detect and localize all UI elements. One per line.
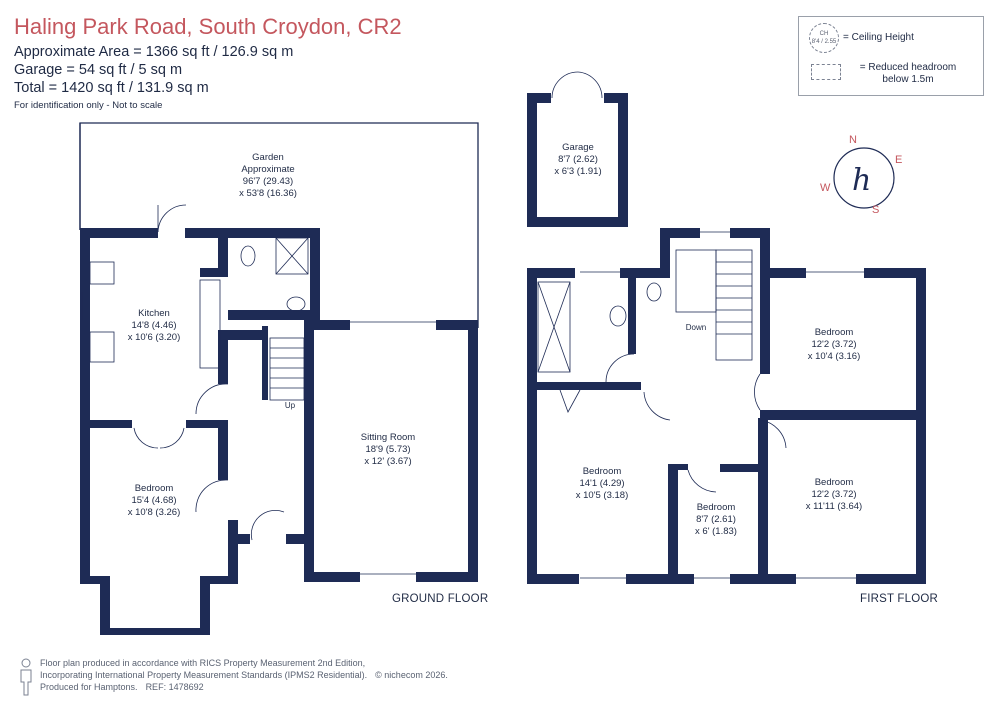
garage-doors bbox=[551, 71, 603, 99]
approximate-area: Approximate Area = 1366 sq ft / 126.9 sq… bbox=[14, 44, 294, 60]
ground-floor-details bbox=[81, 204, 436, 631]
garden-sub: Approximate bbox=[241, 164, 294, 175]
reduced-headroom-text: = Reduced headroom below 1.5m bbox=[843, 62, 973, 86]
bedroom-s-dim1: 8'7 (2.61) bbox=[696, 514, 736, 525]
bedroom-s-dim2: x 6' (1.83) bbox=[695, 526, 737, 537]
bedroom-br-dim2: x 11'11 (3.64) bbox=[806, 501, 862, 512]
total-area: Total = 1420 sq ft / 131.9 sq m bbox=[14, 80, 209, 96]
garden-label: Garden Approximate 96'7 (29.43) x 53'8 (… bbox=[239, 152, 297, 199]
garden-dim1: 96'7 (29.43) bbox=[243, 176, 293, 187]
compass-s: S bbox=[872, 204, 879, 216]
garden-dim2: x 53'8 (16.36) bbox=[239, 188, 297, 199]
bedroom-tr-name: Bedroom bbox=[815, 327, 854, 338]
garage-name: Garage bbox=[562, 142, 594, 153]
compass-icon: N E S W h bbox=[820, 134, 902, 216]
ceiling-height-text: = Ceiling Height bbox=[843, 32, 914, 43]
bedroom-tr-dim2: x 10'4 (3.16) bbox=[808, 351, 861, 362]
first-bedroom-l-label: Bedroom 14'1 (4.29) x 10'5 (3.18) bbox=[576, 466, 629, 501]
first-floor-label: FIRST FLOOR bbox=[860, 593, 939, 605]
garden-outline bbox=[79, 122, 479, 328]
sitting-room-dim2: x 12' (3.67) bbox=[364, 456, 411, 467]
first-bedroom-br-label: Bedroom 12'2 (3.72) x 11'11 (3.64) bbox=[806, 477, 862, 512]
ground-bedroom-dim1: 15'4 (4.68) bbox=[131, 495, 176, 506]
kitchen-dim1: 14'8 (4.46) bbox=[131, 320, 176, 331]
ground-bedroom-label: Bedroom 15'4 (4.68) x 10'8 (3.26) bbox=[128, 483, 181, 518]
sitting-room-name: Sitting Room bbox=[361, 432, 415, 443]
bedroom-l-dim2: x 10'5 (3.18) bbox=[576, 490, 629, 501]
ceiling-height-icon: CH 8'4 / 2.55 bbox=[809, 23, 839, 53]
headroom-line-1: = Reduced headroom bbox=[859, 62, 957, 73]
first-floor-walls bbox=[527, 228, 926, 584]
reduced-headroom-icon bbox=[811, 64, 841, 80]
sitting-room-label: Sitting Room 18'9 (5.73) x 12' (3.67) bbox=[361, 432, 415, 467]
bedroom-s-name: Bedroom bbox=[697, 502, 736, 513]
garage-dim1: 8'7 (2.62) bbox=[558, 154, 598, 165]
first-floor-details bbox=[537, 231, 864, 579]
person-scale-icon bbox=[20, 658, 32, 696]
bedroom-br-dim1: 12'2 (3.72) bbox=[811, 489, 856, 500]
bedroom-tr-dim1: 12'2 (3.72) bbox=[811, 339, 856, 350]
garage-walls bbox=[527, 93, 628, 227]
footer-line-2b: © nichecom 2026. bbox=[375, 670, 448, 680]
bedroom-l-dim1: 14'1 (4.29) bbox=[579, 478, 624, 489]
legend: CH 8'4 / 2.55 = Ceiling Height = Reduced… bbox=[798, 16, 984, 96]
kitchen-name: Kitchen bbox=[138, 308, 170, 319]
footer-line-1: Floor plan produced in accordance with R… bbox=[40, 658, 366, 668]
first-bedroom-s-label: Bedroom 8'7 (2.61) x 6' (1.83) bbox=[695, 502, 737, 537]
first-bedroom-tr-label: Bedroom 12'2 (3.72) x 10'4 (3.16) bbox=[808, 327, 861, 362]
footer-text: Floor plan produced in accordance with R… bbox=[40, 657, 448, 693]
footer-line-3b: REF: 1478692 bbox=[145, 682, 204, 692]
footer-line-2a: Incorporating International Property Mea… bbox=[40, 670, 368, 680]
garden-name: Garden bbox=[252, 152, 284, 163]
bedroom-br-name: Bedroom bbox=[815, 477, 854, 488]
page-title: Haling Park Road, South Croydon, CR2 bbox=[14, 14, 402, 39]
stairs-up-label: Up bbox=[285, 401, 296, 410]
compass-e: E bbox=[895, 154, 902, 166]
ceiling-symbol-label: CH bbox=[819, 31, 829, 37]
stairs-down-label: Down bbox=[686, 323, 706, 332]
compass-n: N bbox=[849, 134, 857, 146]
compass-w: W bbox=[820, 182, 831, 194]
headroom-line-2: below 1.5m bbox=[882, 74, 934, 85]
footer-line-3a: Produced for Hamptons. bbox=[40, 682, 138, 692]
ceiling-symbol-value: 8'4 / 2.55 bbox=[811, 39, 837, 45]
ground-bedroom-name: Bedroom bbox=[135, 483, 174, 494]
compass-logo: h bbox=[852, 163, 871, 198]
kitchen-label: Kitchen 14'8 (4.46) x 10'6 (3.20) bbox=[128, 308, 181, 343]
bedroom-l-name: Bedroom bbox=[583, 466, 622, 477]
ground-floor-walls bbox=[80, 228, 478, 635]
scale-note: For identification only - Not to scale bbox=[14, 100, 163, 111]
ground-bedroom-dim2: x 10'8 (3.26) bbox=[128, 507, 181, 518]
sitting-room-dim1: 18'9 (5.73) bbox=[365, 444, 410, 455]
kitchen-dim2: x 10'6 (3.20) bbox=[128, 332, 181, 343]
ground-floor-label: GROUND FLOOR bbox=[392, 593, 489, 605]
garage-label: Garage 8'7 (2.62) x 6'3 (1.91) bbox=[554, 142, 601, 177]
garage-dim2: x 6'3 (1.91) bbox=[554, 166, 601, 177]
garage-area: Garage = 54 sq ft / 5 sq m bbox=[14, 62, 183, 78]
